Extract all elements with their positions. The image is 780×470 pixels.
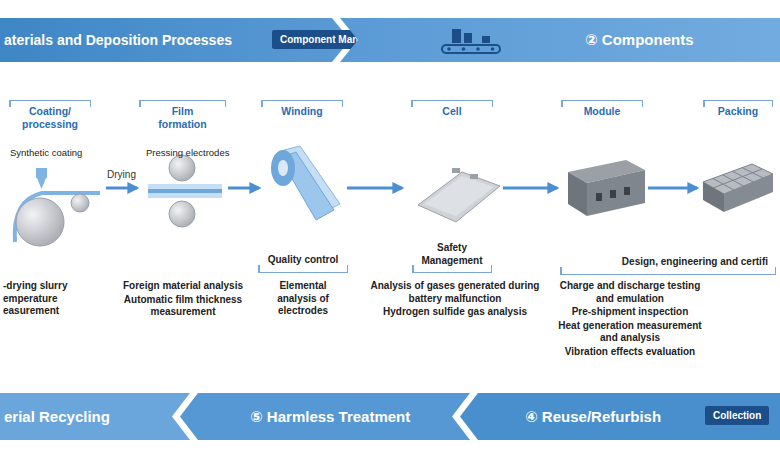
- stage-heading-text: Coating/ processing: [22, 105, 78, 130]
- label-group: Analysis of gases generated during batte…: [360, 280, 550, 320]
- bracket-tick: [347, 265, 349, 272]
- label-group: -drying slurry emperature easurement: [3, 280, 85, 319]
- conveyor-item: [452, 29, 461, 43]
- bracket-tick: [139, 100, 141, 107]
- process-band: erial Recycling: [0, 393, 190, 440]
- band-fill: [0, 393, 190, 440]
- conveyor-item: [482, 36, 490, 43]
- tag-text: Collection: [713, 409, 761, 422]
- band-fill: [460, 393, 780, 440]
- stage-heading-text: Film formation: [158, 105, 206, 130]
- stage-heading-text: Winding: [281, 105, 322, 117]
- process-band: ② Components: [340, 18, 780, 62]
- illustration-caption: Synthetic coating: [10, 147, 105, 159]
- flow-arrow: [228, 187, 259, 190]
- inspection-item: Foreign material analysis: [116, 280, 250, 293]
- check-category-box: Quality control: [258, 252, 348, 273]
- inspection-item: -drying slurry emperature easurement: [3, 280, 85, 318]
- band-fill: [340, 18, 780, 62]
- bracket-tick: [90, 100, 92, 107]
- label-group: Charge and discharge testing and emulati…: [552, 280, 708, 359]
- category-text: Quality control: [264, 254, 342, 267]
- band-shape: [340, 18, 780, 62]
- bracket-tick: [342, 100, 344, 107]
- stage-heading: Winding: [262, 100, 342, 121]
- inspection-item: Hydrogen sulfide gas analysis: [360, 306, 550, 319]
- conveyor-roller: [447, 47, 451, 51]
- flow-arrow: [106, 187, 137, 190]
- inspection-item: Pre-shipment inspection: [552, 306, 708, 319]
- bracket-tick: [491, 265, 493, 272]
- coating-machine: [15, 168, 100, 246]
- stage-heading: Cell: [412, 100, 492, 121]
- electrode-roll: [271, 146, 340, 220]
- conveyor-belt: [442, 45, 500, 53]
- category-text: Design, engineering and certifi: [566, 256, 768, 269]
- stage-heading: Packing: [704, 100, 772, 121]
- flow-arrow: [503, 187, 557, 190]
- bracket-tick: [412, 265, 414, 272]
- label-group: Pressing electrodes: [146, 147, 241, 160]
- band-title: ② Components: [585, 31, 694, 49]
- bracket-tick: [258, 265, 260, 272]
- stage-column: Packing: [700, 100, 774, 240]
- conveyor-icon: [340, 18, 780, 62]
- battery-module: [568, 160, 645, 216]
- stage-column: Module: [560, 100, 645, 240]
- stage-heading: Module: [562, 100, 642, 121]
- label-group: Elemental analysis of electrodes: [262, 280, 344, 319]
- bracket-tick: [411, 100, 413, 107]
- battery-pack: [703, 164, 773, 212]
- band-title: aterials and Deposition Processes: [4, 32, 232, 48]
- stage-column: Coating/ processing: [8, 100, 103, 240]
- stage-heading-text: Module: [584, 105, 621, 117]
- bracket-tick: [772, 100, 774, 107]
- stage-heading: Film formation: [140, 100, 225, 133]
- conveyor-roller: [462, 47, 466, 51]
- stage-column: Film formation: [140, 100, 225, 240]
- conveyor-item: [464, 33, 472, 43]
- bracket-tick: [9, 100, 11, 107]
- pouch-cell: [418, 168, 500, 222]
- bracket-tick: [561, 100, 563, 107]
- illustration-caption: Pressing electrodes: [146, 147, 241, 159]
- inspection-item: Vibration effects evaluation: [552, 346, 708, 359]
- category-text: Safety Management: [418, 242, 486, 267]
- pressing-rollers: [148, 155, 222, 227]
- check-category-box: Design, engineering and certifi: [560, 254, 776, 275]
- flow-arrow: [648, 187, 697, 190]
- band-title: ⑤ Harmless Treatment: [250, 408, 410, 426]
- stage-tag-box: Collection: [705, 406, 769, 425]
- label-group: Foreign material analysisAutomatic film …: [116, 280, 250, 320]
- inspection-item: Charge and discharge testing and emulati…: [552, 280, 708, 305]
- inspection-item: Automatic film thickness measurement: [116, 294, 250, 319]
- inspection-item: Elemental analysis of electrodes: [262, 280, 344, 318]
- process-band: ⑤ Harmless Treatment: [180, 393, 470, 440]
- bracket-tick: [225, 100, 227, 107]
- bracket-tick: [261, 100, 263, 107]
- conveyor-roller: [476, 47, 480, 51]
- inspection-item: Analysis of gases generated during batte…: [360, 280, 550, 305]
- bracket-tick: [560, 267, 562, 274]
- bracket-tick: [775, 267, 777, 274]
- process-band: ④ Reuse/Refurbish Collection: [460, 393, 780, 440]
- stage-heading-text: Packing: [718, 105, 758, 117]
- bracket-tick: [703, 100, 705, 107]
- bracket-tick: [642, 100, 644, 107]
- band-title: ④ Reuse/Refurbish: [525, 408, 661, 426]
- stage-column: Winding: [262, 100, 344, 240]
- stage-heading-text: Cell: [442, 105, 461, 117]
- stage-column: Cell: [405, 100, 500, 240]
- band-fill: [180, 393, 470, 440]
- bracket-tick: [492, 100, 494, 107]
- band-title: erial Recycling: [4, 408, 110, 425]
- stage-heading: Coating/ processing: [10, 100, 90, 133]
- check-category-box: Safety Management: [412, 240, 492, 273]
- flow-arrow: [347, 187, 402, 190]
- conveyor-roller: [491, 47, 495, 51]
- label-group: Synthetic coating: [10, 147, 105, 160]
- arrow-label: Drying: [105, 169, 138, 181]
- inspection-item: Heat generation measurement and analysis: [552, 320, 708, 345]
